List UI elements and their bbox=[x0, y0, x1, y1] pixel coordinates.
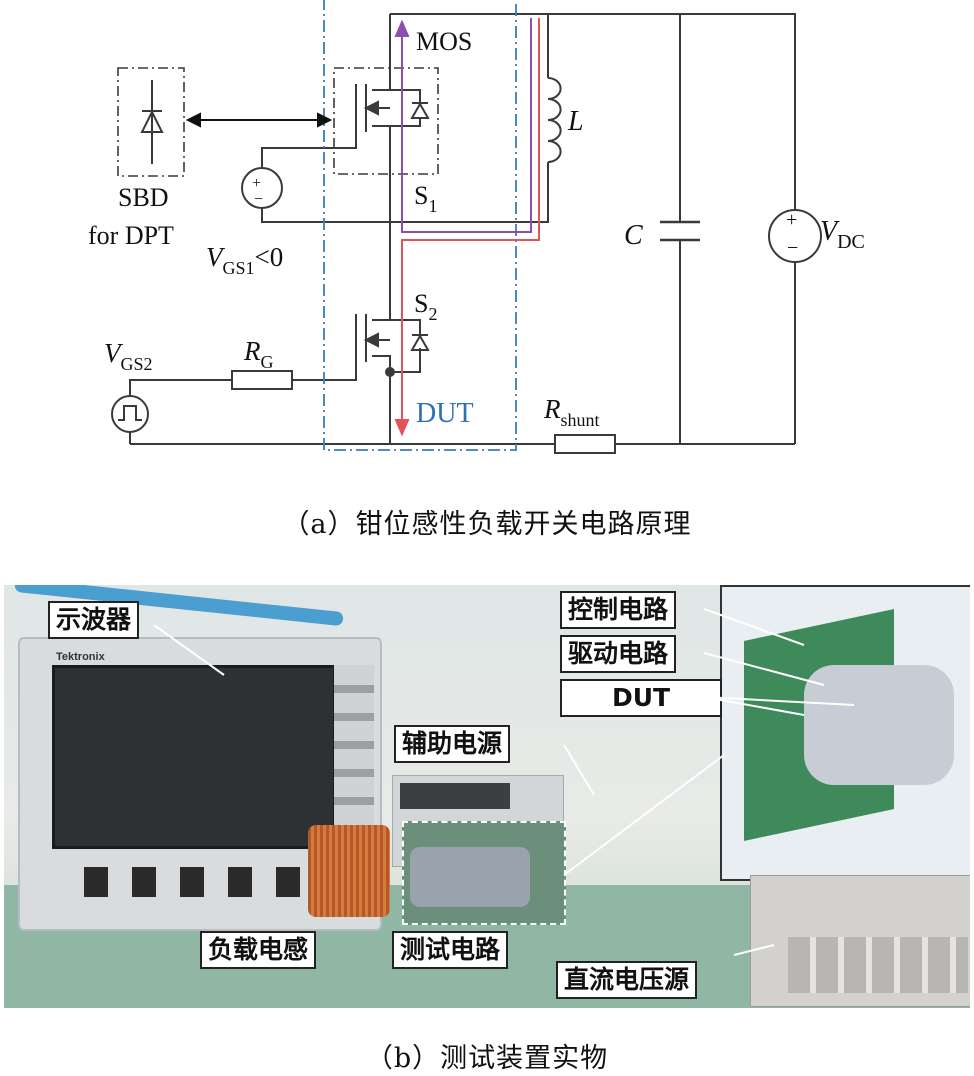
vgs1-minus: − bbox=[254, 191, 263, 208]
label-control-circuit: 控制电路 bbox=[560, 591, 677, 629]
test-setup-photo: Tektronix 示波器 控制电路 驱动电路 DUT 辅助电源 负载电感 测试… bbox=[4, 585, 970, 1008]
vgs1-plus: + bbox=[252, 175, 261, 192]
label-load-inductor: 负载电感 bbox=[200, 931, 317, 969]
rg-resistor bbox=[231, 370, 293, 390]
for-dpt-label: for DPT bbox=[88, 221, 174, 250]
capacitor-symbol bbox=[660, 220, 700, 242]
rshunt-label: Rshunt bbox=[543, 394, 600, 430]
rshunt-resistor bbox=[554, 434, 616, 454]
mosfet-s2-symbol bbox=[355, 314, 430, 377]
capacitor-label: C bbox=[624, 220, 643, 251]
vdc-label: VDC bbox=[820, 216, 865, 253]
wires bbox=[129, 13, 796, 445]
vgs2-label: VGS2 bbox=[104, 338, 153, 374]
dc-source-keypad bbox=[788, 937, 968, 993]
aux-power-display bbox=[400, 783, 510, 809]
sbd-box bbox=[117, 67, 185, 177]
oscilloscope-brand: Tektronix bbox=[56, 651, 105, 663]
inductor-coil bbox=[547, 77, 562, 163]
vdc-plus: + bbox=[786, 209, 797, 231]
leader-lines bbox=[153, 608, 855, 956]
label-test-circuit: 测试电路 bbox=[392, 931, 509, 969]
load-inductor-coil bbox=[308, 825, 390, 917]
caption-b: （b）测试装置实物 bbox=[365, 1043, 609, 1074]
vgs1-label: VGS1<0 bbox=[206, 242, 283, 278]
caption-a: （a）钳位感性负载开关电路原理 bbox=[282, 509, 692, 540]
s1-replace-box bbox=[333, 67, 439, 175]
mos-label: MOS bbox=[416, 27, 472, 56]
dut-box bbox=[323, 0, 517, 451]
oscilloscope-screen bbox=[52, 665, 336, 849]
dut-current-path bbox=[394, 18, 540, 437]
mosfet-s1-symbol bbox=[355, 84, 430, 132]
s1-label: S1 bbox=[414, 181, 437, 216]
swap-arrow bbox=[185, 112, 333, 128]
circuit-schematic: MOS L SBD for DPT S1 S2 VGS1<0 + − VGS2 … bbox=[88, 0, 865, 454]
label-oscilloscope: 示波器 bbox=[48, 601, 140, 639]
mos-current-path bbox=[394, 18, 532, 233]
vdc-source bbox=[768, 209, 822, 263]
inset-capacitors bbox=[804, 665, 954, 785]
vdc-minus: − bbox=[787, 237, 798, 259]
inductor-label: L bbox=[567, 106, 584, 137]
oscilloscope-ports bbox=[84, 867, 304, 897]
s2-label: S2 bbox=[414, 289, 437, 324]
label-driver-circuit: 驱动电路 bbox=[560, 635, 677, 673]
sbd-label: SBD bbox=[118, 183, 169, 212]
test-circuit-capacitors bbox=[410, 847, 530, 907]
dut-label: DUT bbox=[416, 398, 474, 429]
vgs1-source bbox=[241, 167, 283, 209]
label-dc-source: 直流电压源 bbox=[556, 961, 698, 999]
label-dut: DUT bbox=[560, 679, 722, 717]
vgs2-source bbox=[111, 395, 149, 433]
label-aux-power: 辅助电源 bbox=[394, 725, 511, 763]
rg-label: RG bbox=[243, 336, 274, 372]
